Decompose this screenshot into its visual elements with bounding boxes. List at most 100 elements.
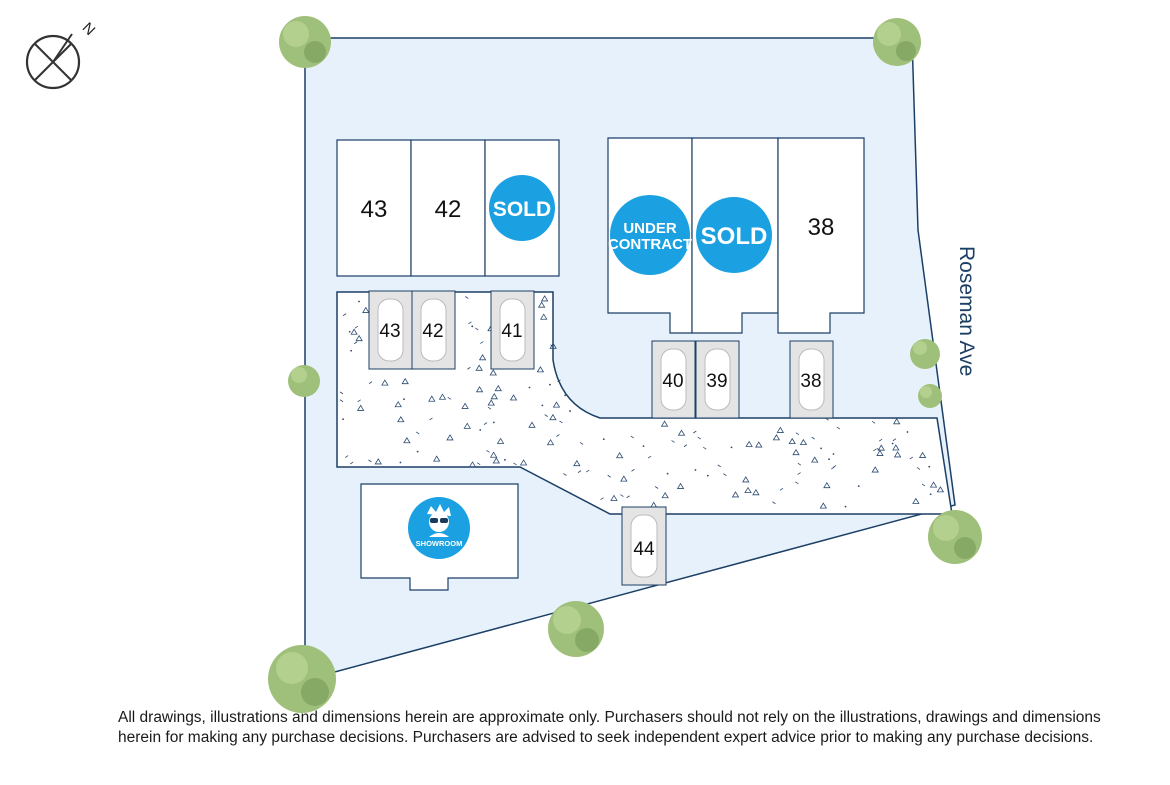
street-label: Roseman Ave bbox=[955, 246, 978, 376]
gravel-speck bbox=[541, 404, 544, 407]
parking-bay-44[interactable] bbox=[621, 506, 667, 586]
gravel-speck bbox=[358, 300, 360, 303]
gravel-speck bbox=[496, 437, 505, 444]
gravel-speck bbox=[744, 486, 752, 493]
gravel-speck bbox=[509, 394, 518, 401]
gravel-speck bbox=[540, 313, 548, 320]
gravel-speck bbox=[630, 435, 634, 439]
gravel-speck bbox=[610, 494, 618, 501]
gravel-speck bbox=[401, 377, 409, 385]
gravel-speck bbox=[742, 476, 750, 483]
tree-icon bbox=[288, 365, 320, 397]
gravel-speck bbox=[549, 383, 551, 386]
gravel-speck bbox=[928, 465, 931, 468]
disclaimer-text: All drawings, illustrations and dimensio… bbox=[118, 709, 1101, 746]
gravel-speck bbox=[577, 470, 582, 473]
gravel-speck bbox=[666, 472, 669, 475]
gravel-speck bbox=[706, 474, 709, 477]
gravel-speck bbox=[820, 447, 822, 450]
bay-label-42: 42 bbox=[422, 321, 443, 342]
bay-label-44: 44 bbox=[633, 539, 655, 560]
gravel-speck bbox=[797, 472, 801, 475]
gravel-speck bbox=[585, 469, 590, 473]
gravel-speck bbox=[416, 450, 419, 453]
bay-label-39: 39 bbox=[706, 371, 727, 392]
gravel-speck bbox=[877, 444, 885, 451]
gravel-speck bbox=[446, 434, 454, 441]
gravel-speck bbox=[494, 384, 502, 392]
gravel-speck bbox=[342, 313, 347, 316]
compass-icon: N bbox=[25, 19, 98, 90]
gravel-speck bbox=[831, 466, 835, 470]
gravel-speck bbox=[909, 456, 913, 460]
gravel-speck bbox=[832, 453, 835, 455]
gravel-speck bbox=[772, 501, 776, 505]
tree-icon bbox=[279, 16, 331, 68]
gravel-speck bbox=[528, 386, 531, 389]
gravel-speck bbox=[703, 446, 707, 450]
gravel-speck bbox=[489, 451, 498, 458]
parking-bay-40[interactable] bbox=[651, 340, 696, 419]
gravel-speck bbox=[342, 418, 345, 421]
tree-icon bbox=[268, 645, 336, 713]
showroom-badge: SHOWROOM bbox=[408, 497, 470, 559]
gravel-speck bbox=[892, 438, 897, 442]
lot-42[interactable] bbox=[410, 139, 486, 277]
sold-badge-41: SOLD bbox=[489, 175, 555, 241]
gravel-speck bbox=[731, 491, 740, 498]
gravel-speck bbox=[792, 448, 800, 456]
parking-bay-41[interactable] bbox=[490, 290, 535, 370]
gravel-speck bbox=[487, 399, 495, 406]
parking-bay-43[interactable] bbox=[368, 290, 413, 370]
gravel-speck bbox=[475, 327, 479, 331]
gravel-speck bbox=[475, 364, 483, 371]
tree-icon bbox=[910, 339, 940, 369]
gravel-speck bbox=[857, 485, 860, 488]
sold-badge-39: SOLD bbox=[696, 197, 772, 273]
gravel-speck bbox=[468, 321, 472, 325]
gravel-speck bbox=[799, 438, 808, 446]
gravel-speck bbox=[878, 438, 883, 442]
gravel-speck bbox=[356, 404, 365, 411]
gravel-speck bbox=[492, 457, 501, 464]
gravel-speck bbox=[723, 473, 727, 476]
gravel-speck bbox=[893, 451, 902, 458]
gravel-speck bbox=[528, 421, 536, 428]
parking-bay-42[interactable] bbox=[411, 290, 456, 370]
gravel-speck bbox=[479, 429, 482, 431]
gravel-speck bbox=[549, 413, 557, 421]
bay-label-38: 38 bbox=[800, 371, 821, 392]
gravel-speck bbox=[504, 458, 506, 461]
gravel-speck bbox=[339, 391, 344, 395]
svg-text:SHOWROOM: SHOWROOM bbox=[416, 539, 463, 548]
gravel-speck bbox=[556, 434, 560, 437]
gravel-speck bbox=[399, 461, 402, 464]
gravel-speck bbox=[671, 440, 675, 443]
gravel-speck bbox=[912, 497, 920, 504]
gravel-speck bbox=[661, 491, 669, 499]
gravel-speck bbox=[350, 349, 353, 352]
gravel-speck bbox=[487, 406, 492, 410]
gravel-speck bbox=[549, 342, 557, 349]
bay-label-41: 41 bbox=[501, 321, 522, 342]
parking-bay-39[interactable] bbox=[695, 340, 740, 419]
gravel-speck bbox=[819, 502, 828, 509]
gravel-speck bbox=[752, 489, 760, 496]
lot-38[interactable] bbox=[777, 137, 865, 334]
gravel-speck bbox=[871, 466, 879, 473]
gravel-speck bbox=[573, 459, 581, 467]
gravel-speck bbox=[836, 426, 841, 430]
gravel-speck bbox=[348, 330, 351, 333]
gravel-speck bbox=[355, 334, 363, 342]
gravel-texture bbox=[339, 295, 945, 509]
gravel-speck bbox=[745, 440, 753, 447]
gravel-speck bbox=[906, 431, 909, 433]
gravel-speck bbox=[394, 400, 402, 408]
gravel-speck bbox=[480, 341, 484, 344]
parking-bay-38[interactable] bbox=[789, 340, 834, 419]
svg-text:SOLD: SOLD bbox=[493, 198, 551, 221]
gravel-speck bbox=[873, 448, 877, 452]
gravel-speck bbox=[540, 295, 549, 302]
bay-label-43: 43 bbox=[379, 321, 400, 342]
gravel-speck bbox=[368, 381, 373, 384]
